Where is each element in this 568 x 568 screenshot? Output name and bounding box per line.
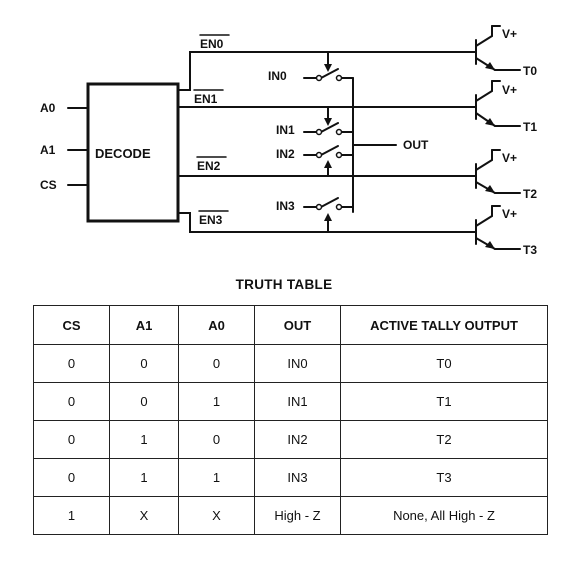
table-cell: 0 [109, 344, 179, 383]
switch-label-in3: IN3 [276, 199, 295, 213]
circuit-diagram: A0 A1 CS DECODE EN0 EN1 EN2 EN3 IN0 IN1 … [40, 25, 537, 257]
table-row: 1 X X High - Z None, All High - Z [33, 496, 548, 535]
table-cell: T2 [340, 420, 548, 459]
truth-table-title: TRUTH TABLE [235, 277, 333, 292]
table-cell: IN0 [254, 344, 341, 383]
column-header: ACTIVE TALLY OUTPUT [340, 305, 548, 345]
table-cell: 0 [109, 382, 179, 421]
column-header: OUT [254, 305, 341, 345]
tally-label-t3: T3 [523, 243, 537, 257]
table-cell: 0 [33, 458, 110, 497]
input-label-a1: A1 [40, 143, 56, 157]
table-cell: 1 [109, 458, 179, 497]
table-cell: High - Z [254, 496, 341, 535]
table-row: 0 0 0 IN0 T0 [33, 344, 548, 383]
input-label-a0: A0 [40, 101, 56, 115]
supply-label: V+ [502, 83, 517, 97]
input-label-cs: CS [40, 178, 57, 192]
table-cell: None, All High - Z [340, 496, 548, 535]
tally-label-t2: T2 [523, 187, 537, 201]
enable-label-en3: EN3 [199, 213, 223, 227]
column-header: CS [33, 305, 110, 345]
decoder-label: DECODE [95, 146, 151, 161]
table-cell: IN2 [254, 420, 341, 459]
table-cell: 0 [178, 344, 255, 383]
table-cell: 0 [33, 382, 110, 421]
enable-label-en2: EN2 [197, 159, 221, 173]
table-cell: 1 [178, 382, 255, 421]
table-cell: IN3 [254, 458, 341, 497]
enable-label-en0: EN0 [200, 37, 224, 51]
enable-label-en1: EN1 [194, 92, 218, 106]
tally-label-t1: T1 [523, 120, 537, 134]
table-row: 0 0 1 IN1 T1 [33, 382, 548, 421]
supply-label: V+ [502, 151, 517, 165]
column-header: A0 [178, 305, 255, 345]
table-cell: T3 [340, 458, 548, 497]
switch-label-in2: IN2 [276, 147, 295, 161]
switch-label-in1: IN1 [276, 123, 295, 137]
table-cell: 0 [33, 420, 110, 459]
table-cell: 0 [178, 420, 255, 459]
supply-label: V+ [502, 27, 517, 41]
table-cell: IN1 [254, 382, 341, 421]
table-cell: T1 [340, 382, 548, 421]
table-row: 0 1 0 IN2 T2 [33, 420, 548, 459]
column-header: A1 [109, 305, 179, 345]
supply-label: V+ [502, 207, 517, 221]
table-cell: 1 [33, 496, 110, 535]
decoder-block [86, 82, 180, 223]
table-cell: 0 [33, 344, 110, 383]
table-cell: 1 [109, 420, 179, 459]
table-cell: X [178, 496, 255, 535]
switch-label-in0: IN0 [268, 69, 287, 83]
table-cell: X [109, 496, 179, 535]
truth-table: CS A1 A0 OUT ACTIVE TALLY OUTPUT 0 0 0 I… [33, 305, 548, 535]
table-cell: 1 [178, 458, 255, 497]
output-label: OUT [403, 138, 429, 152]
table-row: 0 1 1 IN3 T3 [33, 458, 548, 497]
table-header-row: CS A1 A0 OUT ACTIVE TALLY OUTPUT [33, 305, 548, 345]
tally-label-t0: T0 [523, 64, 537, 78]
table-cell: T0 [340, 344, 548, 383]
